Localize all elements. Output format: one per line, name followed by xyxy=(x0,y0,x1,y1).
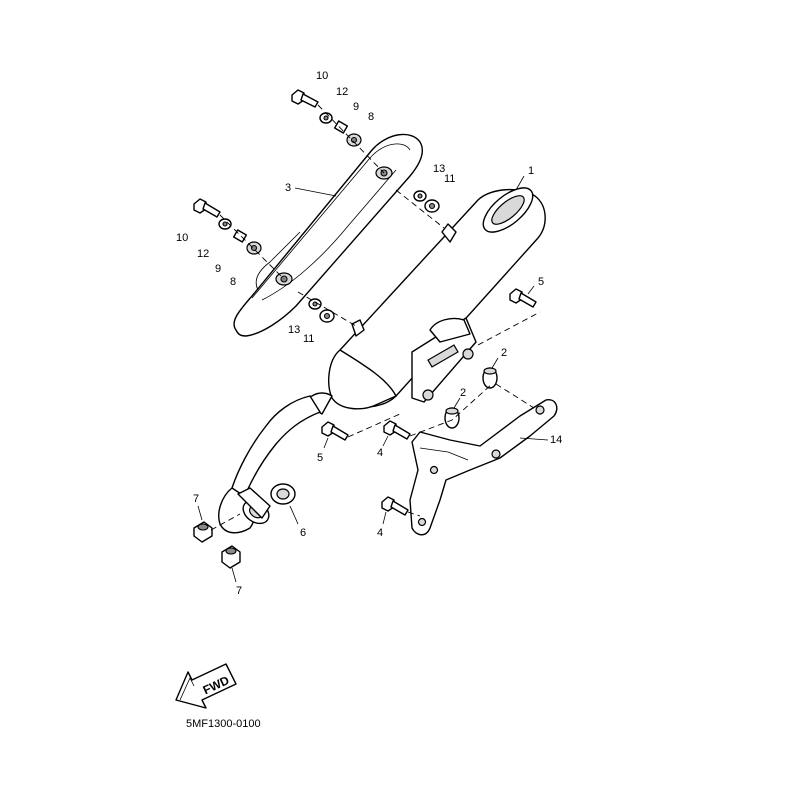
callout-10-upper: 10 xyxy=(316,70,328,82)
nut-upper xyxy=(193,521,213,543)
callout-6: 6 xyxy=(300,527,306,539)
collar-9-upper xyxy=(333,120,349,134)
grommet-8-upper xyxy=(346,133,362,147)
damper-lower xyxy=(444,407,460,429)
callout-2-upper: 2 xyxy=(501,347,507,359)
alignment-lines xyxy=(210,104,541,531)
callout-2-lower: 2 xyxy=(460,387,466,399)
callout-14: 14 xyxy=(550,434,562,446)
nut-lower xyxy=(221,545,241,569)
callout-12-lower: 12 xyxy=(197,248,209,260)
bolt-4-lower xyxy=(381,496,409,516)
bracket xyxy=(409,399,558,536)
callout-8-upper: 8 xyxy=(368,111,374,123)
bolt-10-lower xyxy=(193,198,221,218)
washer-13-upper xyxy=(413,190,427,202)
callout-10-lower: 10 xyxy=(176,232,188,244)
fwd-arrow: FWD xyxy=(175,663,237,709)
callout-7-lower: 7 xyxy=(236,585,242,597)
washer-11-upper xyxy=(424,199,440,213)
callout-11-upper: 11 xyxy=(444,173,455,185)
washer-11-lower xyxy=(319,309,335,323)
bolt-5-upper xyxy=(509,288,537,308)
callout-5-upper: 5 xyxy=(538,276,544,288)
collar-9-lower xyxy=(232,229,248,243)
gasket xyxy=(270,483,296,505)
callouts: 1 2 2 3 4 4 5 5 6 7 7 8 8 9 9 10 10 11 1… xyxy=(176,70,562,597)
bolt-4-upper xyxy=(383,420,411,440)
diagram-code: 5MF1300-0100 xyxy=(186,718,261,730)
callout-7-upper: 7 xyxy=(193,493,199,505)
washer-12-lower xyxy=(218,218,232,230)
callout-9-upper: 9 xyxy=(353,101,359,113)
callout-12-upper: 12 xyxy=(336,86,348,98)
callout-13-lower: 13 xyxy=(288,324,300,336)
callout-9-lower: 9 xyxy=(215,263,221,275)
muffler-assembly xyxy=(218,187,546,534)
callout-4-upper: 4 xyxy=(377,447,383,459)
callout-13-upper: 13 xyxy=(433,163,445,175)
leader-lines xyxy=(197,175,549,583)
damper-upper xyxy=(482,367,498,389)
callout-1: 1 xyxy=(528,165,534,177)
washer-12-upper xyxy=(319,112,333,124)
bolt-10-upper xyxy=(291,89,319,108)
bolt-5-lower xyxy=(321,421,349,441)
callout-4-lower: 4 xyxy=(377,527,383,539)
callout-11-lower: 11 xyxy=(303,333,314,345)
callout-8-lower: 8 xyxy=(230,276,236,288)
callout-3: 3 xyxy=(285,182,291,194)
callout-5-lower: 5 xyxy=(317,452,323,464)
